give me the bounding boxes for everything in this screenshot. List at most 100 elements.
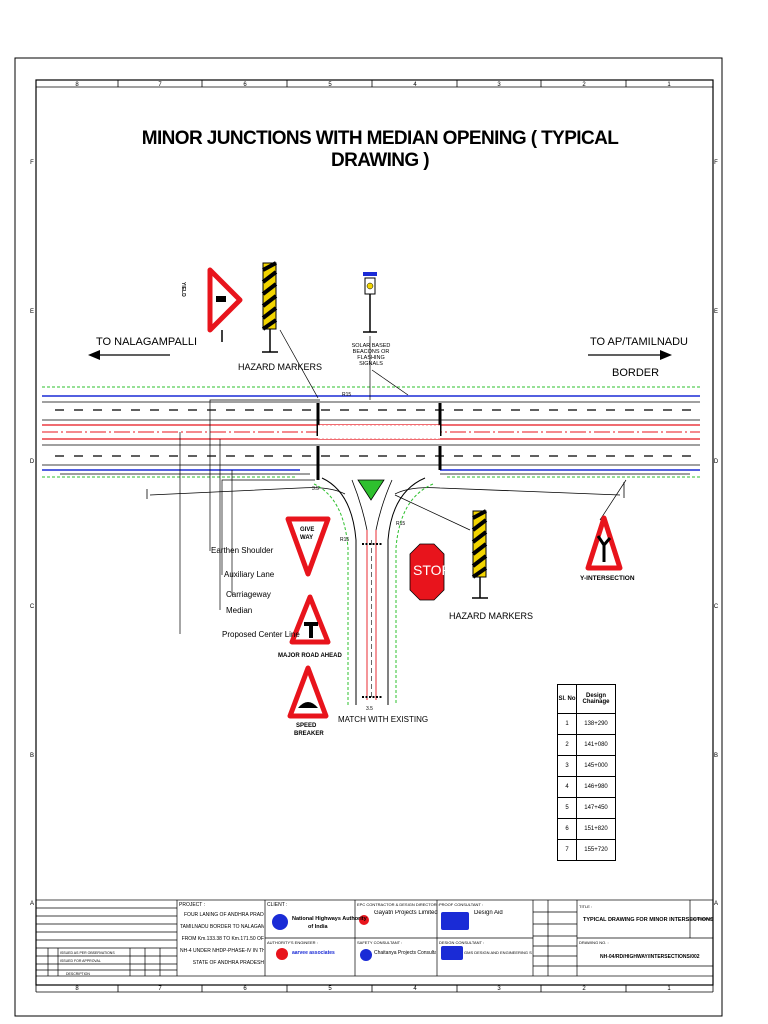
grid-col-label-bottom: 6: [243, 986, 247, 992]
dim-3-5-a: 3.5: [366, 706, 373, 712]
stop-sign: [409, 543, 445, 601]
hazard-marker-top: [261, 261, 278, 353]
tb-authority-label: AUTHORITY'S ENGINEER :: [267, 940, 318, 945]
grid-row-label-left: E: [30, 309, 34, 315]
grid-col-label-top: 5: [328, 82, 332, 88]
legend-auxiliary-lane: Auxiliary Lane: [224, 570, 275, 579]
tb-client-line-1: National Highways Authority: [292, 916, 367, 922]
legend-median: Median: [226, 606, 253, 615]
major-road-ahead-label: MAJOR ROAD AHEAD: [278, 653, 342, 659]
grid-col-label-top: 4: [413, 82, 417, 88]
tb-project-line-3: FROM Km.133.38 TO Km.171.50 OF: [181, 936, 264, 942]
tb-client-label: CLIENT :: [267, 902, 288, 908]
outer-frame: [14, 57, 723, 1017]
tb-project-label: PROJECT :: [179, 902, 206, 908]
tb-project-line-2: TAMILNADU BORDER TO NALAGAMPALLI: [180, 924, 264, 930]
dim-3-5-b: 3.5: [312, 486, 319, 492]
tb-project-line-5: STATE OF ANDHRA PRADESH: [192, 960, 264, 966]
tb-proof-label: PROOF CONSULTANT :: [439, 902, 484, 907]
match-existing-label: MATCH WITH EXISTING: [338, 715, 429, 724]
hazard-markers-top-label: HAZARD MARKERS: [238, 362, 323, 372]
title-block: [35, 899, 714, 977]
tb-title-label: TITLE :: [579, 904, 593, 909]
tb-drawing-no-label: DRAWING NO. :: [579, 940, 609, 945]
speed-breaker-sign: [287, 665, 329, 719]
grid-col-label-top: 1: [667, 82, 671, 88]
chainage-slno: 2: [557, 734, 577, 756]
chainage-slno: 1: [557, 713, 577, 735]
chainage-value: 146+980: [576, 776, 616, 798]
grid-col-label-bottom: 8: [75, 986, 79, 992]
tb-drawing-no: NH-04/RD/HIGHWAY/INTERSECTIONS/002: [600, 954, 700, 960]
chainage-header-slno: Sl. No: [557, 684, 577, 714]
grid-row-label-left: C: [30, 604, 35, 610]
grid-row-label-right: C: [714, 604, 719, 610]
chainage-header-design: Design Chainage: [576, 684, 616, 714]
grid-col-label-top: 2: [582, 82, 586, 88]
dim-r15-c: R15: [342, 392, 352, 398]
tb-epc-label: EPC CONTRACTOR & DESIGN DIRECTOR :: [357, 902, 439, 907]
give-way-text-1: GIVE: [300, 527, 315, 533]
grid-col-label-top: 6: [243, 82, 247, 88]
legend-carriageway: Carriageway: [226, 590, 271, 599]
solar-beacon: [363, 272, 377, 333]
tb-revision-3: DESCRIPTION: [66, 972, 90, 976]
chainage-value: 147+450: [576, 797, 616, 819]
tb-safety-name: Chaitanya Projects Consultancy Pvt. Ltd.: [374, 950, 436, 956]
traffic-island: [357, 479, 385, 501]
hazard-markers-bottom-label: HAZARD MARKERS: [449, 611, 534, 621]
grid-col-label-top: 8: [75, 82, 79, 88]
chainage-value: 155+720: [576, 839, 616, 861]
warning-sign-top: [207, 267, 243, 342]
dim-r15-a: R15: [340, 537, 350, 543]
grid-row-label-left: A: [30, 901, 34, 907]
stop-text: STOP: [413, 562, 451, 578]
major-road-ahead-sign: [289, 594, 331, 645]
y-intersection-label: Y-INTERSECTION: [580, 575, 635, 582]
solar-beacon-label: SOLAR BASED BEACONS OR FLASHING SIGNALS: [351, 343, 391, 367]
chainage-value: 138+290: [576, 713, 616, 735]
direction-left-label: TO NALAGAMPALLI: [96, 336, 198, 348]
tb-design-name: GMS DESIGN AND ENGINEERING SERVICES LLP: [464, 950, 532, 955]
chainage-value: 141+080: [576, 734, 616, 756]
grid-col-label-bottom: 4: [413, 986, 417, 992]
grid-col-label-bottom: 1: [667, 986, 671, 992]
hazard-marker-bottom: [471, 509, 488, 599]
tb-revision-2: ISSUED FOR APPROVAL: [60, 959, 101, 963]
top-sign-text: YIELD: [180, 282, 186, 297]
chainage-slno: 4: [557, 776, 577, 798]
side-road: [313, 477, 434, 705]
speed-breaker-label-1: SPEED: [296, 723, 317, 729]
grid-row-label-right: F: [714, 160, 718, 166]
grid-row-label-left: F: [30, 160, 34, 166]
tb-design-label: DESIGN CONSULTANT :: [439, 940, 485, 945]
tb-safety-label: SAFETY CONSULTANT :: [357, 940, 403, 945]
give-way-text-2: WAY: [300, 535, 314, 541]
grid-row-label-right: D: [714, 459, 719, 465]
grid-col-label-top: 7: [158, 82, 162, 88]
direction-arrows: [88, 350, 672, 360]
chainage-value: 145+000: [576, 755, 616, 777]
grid-column-ticks: [117, 80, 627, 992]
grid-col-label-bottom: 2: [582, 986, 586, 992]
direction-right-label-1: TO AP/TAMILNADU: [590, 336, 689, 348]
grid-col-label-bottom: 5: [328, 986, 332, 992]
tb-project-line-1: FOUR LANING OF ANDHRA PRADESH: [184, 912, 264, 918]
tb-proof-name: Design Aid: [474, 910, 503, 916]
speed-breaker-label-2: BREAKER: [294, 731, 324, 737]
direction-right-label-2: BORDER: [612, 367, 660, 379]
tb-authority-name: aarvee associates: [292, 950, 335, 956]
grid-row-label-left: D: [30, 459, 35, 465]
grid-col-label-bottom: 3: [497, 986, 501, 992]
chainage-value: 151+820: [576, 818, 616, 840]
dim-r15-b: R15: [396, 521, 406, 527]
